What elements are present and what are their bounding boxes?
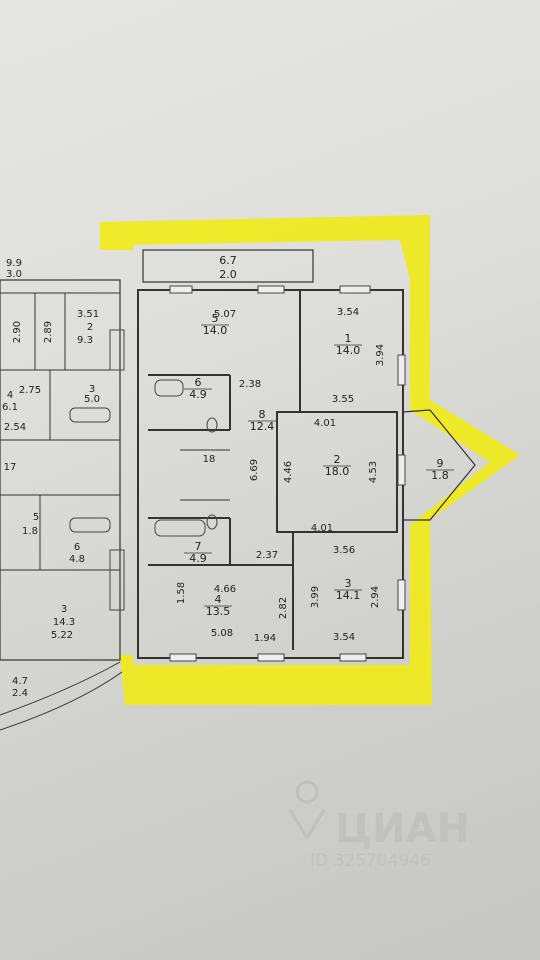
room-7-area: 4.9	[189, 552, 207, 565]
room-labels: 514.0114.064.9812.4218.074.9413.5314.191…	[184, 254, 454, 618]
dimension-label: 18	[203, 454, 216, 465]
neighbor-label: 5.22	[51, 630, 73, 641]
dimension-label: 5.07	[214, 309, 236, 320]
room-3-number: 3	[345, 577, 352, 590]
dimension-label: 3.54	[333, 632, 355, 643]
dimension-label: 1.58	[176, 582, 187, 604]
watermark-id: ID 325704946	[310, 851, 431, 871]
watermark: ЦИАН ID 325704946	[288, 780, 470, 871]
neighbor-label: 4.7	[12, 676, 28, 687]
room-3-area: 14.1	[336, 589, 361, 602]
walls	[0, 249, 476, 731]
balcony-9	[402, 409, 476, 521]
dimension-label: 4.01	[311, 523, 333, 534]
room-9-number: 9	[437, 457, 444, 470]
dimension-label: 3.56	[333, 545, 355, 556]
neighbor-label: 3.51	[77, 309, 99, 320]
dimension-labels: 5.07 3.54 3.94 2.38 3.55 4.01 4.46 6.69 4.53 4.01…	[176, 307, 386, 644]
neighbor-label: 2.54	[4, 422, 26, 433]
room-7-number: 7	[195, 540, 202, 553]
watermark-brand: ЦИАН	[335, 806, 470, 852]
windows	[169, 285, 406, 662]
neighbor-label: 2.90	[12, 321, 23, 343]
balcony-top	[142, 249, 314, 283]
room-label-top: 6.7	[219, 254, 237, 267]
neighbor-label: 2	[87, 322, 93, 333]
neighbor-label: 14.3	[53, 617, 75, 628]
room-2-walls	[276, 411, 398, 533]
dimension-label: 6.69	[249, 459, 260, 481]
dimension-label: 4.46	[283, 461, 294, 483]
dimension-label: 2.82	[278, 597, 289, 619]
neighbor-label: 9.3	[77, 335, 93, 346]
room-6-number: 6	[195, 376, 202, 389]
neighbor-outline	[0, 279, 121, 661]
neighbor-label: 9.9	[6, 258, 22, 269]
neighbor-label: 5	[33, 512, 39, 523]
location-pin-icon	[288, 780, 326, 841]
room-2-number: 2	[334, 453, 341, 466]
room-8-number: 8	[259, 408, 266, 421]
room-1-number: 1	[345, 332, 352, 345]
neighbor-label: 4.8	[69, 554, 85, 565]
room-5-area: 14.0	[203, 324, 228, 337]
dimension-label: 1.94	[254, 633, 276, 644]
neighbor-label: 3	[61, 604, 67, 615]
dimension-label: 2.94	[370, 586, 381, 608]
room-2-area: 18.0	[325, 465, 350, 478]
fixtures	[69, 329, 218, 611]
dimension-label: 2.37	[256, 550, 278, 561]
neighbor-label: 5.0	[84, 394, 100, 405]
room-4-number: 4	[215, 593, 222, 606]
dimension-label: 4.53	[368, 461, 379, 483]
dimension-label: 3.94	[375, 344, 386, 366]
room-5-number: 5	[212, 312, 219, 325]
dimension-label: 4.66	[214, 584, 236, 595]
dimension-label: 4.01	[314, 418, 336, 429]
dimension-label: 3.99	[310, 586, 321, 608]
neighbor-label: 4	[7, 390, 13, 401]
dimension-label: 5.08	[211, 628, 233, 639]
dimension-label: 2.38	[239, 379, 261, 390]
apartment-highlight	[100, 215, 520, 705]
room-4-area: 13.5	[206, 605, 231, 618]
neighbor-label: 17	[4, 462, 17, 473]
dimension-label: 3.55	[332, 394, 354, 405]
room-balcony-area: 2.0	[219, 268, 237, 281]
neighbor-label: 2.89	[43, 321, 54, 343]
neighbor-label: 1.8	[22, 526, 38, 537]
room-1-area: 14.0	[336, 344, 361, 357]
neighbor-label: 3.0	[6, 269, 22, 280]
neighbor-label: 6.1	[2, 402, 18, 413]
room-9-area: 1.8	[431, 469, 449, 482]
neighbor-label: 2.4	[12, 688, 28, 699]
room-6-area: 4.9	[189, 388, 207, 401]
dimension-label: 3.54	[337, 307, 359, 318]
neighbor-label: 6	[74, 542, 80, 553]
room-8-area: 12.4	[250, 420, 275, 433]
neighbor-label: 3	[89, 384, 95, 395]
neighbor-label: 2.75	[19, 385, 41, 396]
